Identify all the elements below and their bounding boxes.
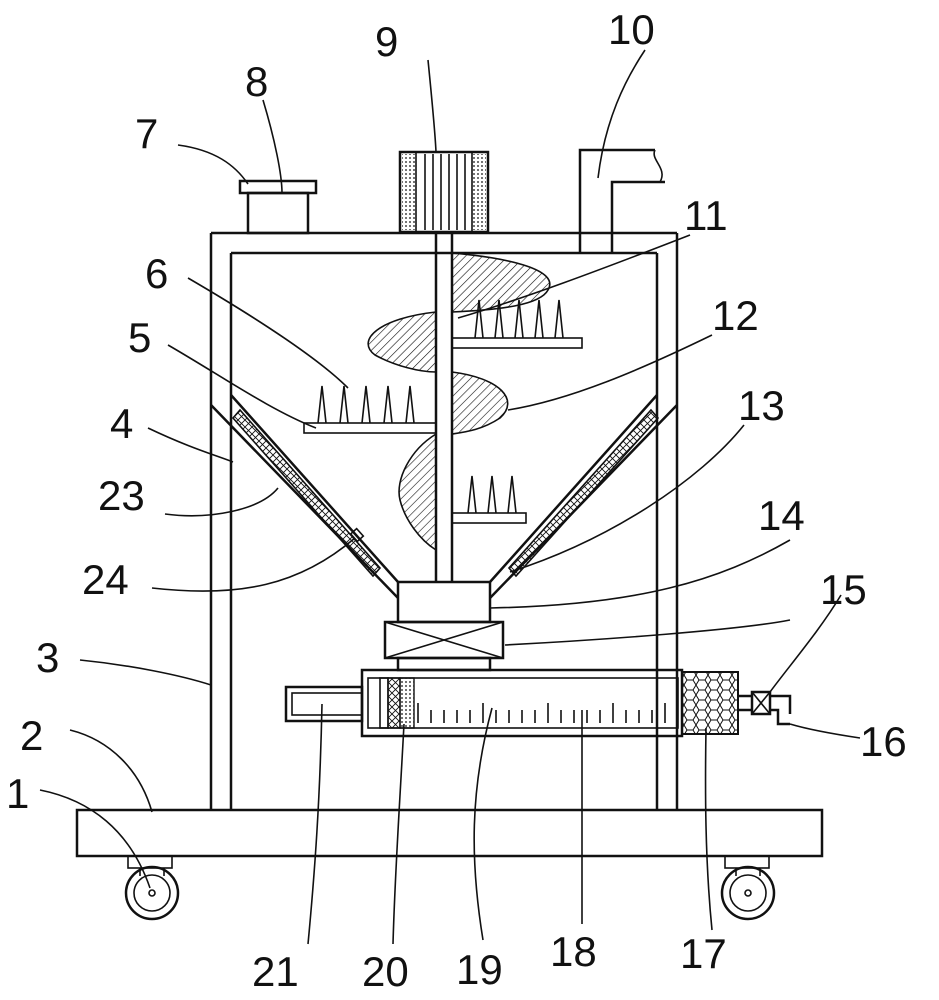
screen-right <box>507 408 660 578</box>
motor <box>398 150 490 234</box>
base-plate <box>75 808 824 858</box>
actuator <box>284 685 364 723</box>
callout-20: 20 <box>362 948 409 995</box>
wheel-left <box>124 855 180 921</box>
callout-16: 16 <box>860 718 907 765</box>
callout-11: 11 <box>684 192 728 239</box>
screen-fixture <box>349 527 365 543</box>
stirring-arm-lower-right <box>451 475 527 524</box>
drive-shaft <box>434 232 454 582</box>
support-frame <box>209 233 679 810</box>
tank-body <box>210 231 678 599</box>
callout-23: 23 <box>98 472 145 519</box>
wheel-right <box>720 855 776 921</box>
screen-left <box>231 408 382 578</box>
leader-lines <box>39 49 861 945</box>
outlet-pipe <box>738 690 792 726</box>
stirring-arm-upper-right <box>451 299 583 349</box>
callout-1: 1 <box>6 770 29 817</box>
callout-21: 21 <box>252 948 299 995</box>
callout-5: 5 <box>128 314 151 361</box>
callout-6: 6 <box>145 250 168 297</box>
helical-blade <box>367 252 551 552</box>
callout-9: 9 <box>375 18 398 65</box>
callout-10: 10 <box>608 6 655 53</box>
callout-7: 7 <box>135 110 158 157</box>
scale-marks <box>417 703 666 723</box>
stirring-arm-left <box>303 385 437 434</box>
discharge-outlet <box>383 580 505 672</box>
callout-14: 14 <box>758 492 805 539</box>
feed-inlet <box>238 179 318 235</box>
callout-19: 19 <box>456 946 503 993</box>
piston <box>379 677 415 729</box>
filter <box>681 671 739 735</box>
callout-17: 17 <box>680 930 727 977</box>
callout-4: 4 <box>110 400 133 447</box>
callout-18: 18 <box>550 928 597 975</box>
callout-15: 15 <box>820 566 867 613</box>
callout-3: 3 <box>36 634 59 681</box>
callout-24: 24 <box>82 556 129 603</box>
callout-2: 2 <box>20 712 43 759</box>
callout-8: 8 <box>245 58 268 105</box>
exhaust-pipe <box>578 148 665 253</box>
callout-12: 12 <box>712 292 759 339</box>
callout-13: 13 <box>738 382 785 429</box>
